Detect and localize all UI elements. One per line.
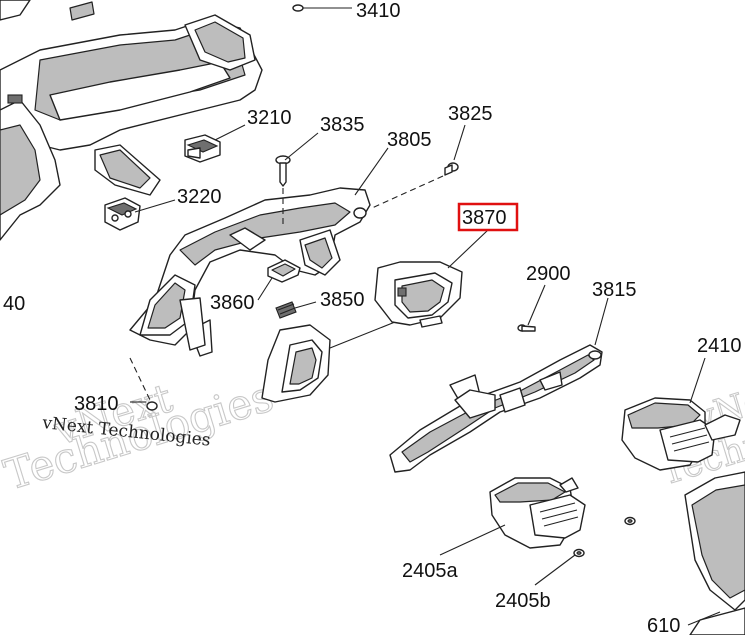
callout-610: 610: [647, 615, 680, 635]
clip-3860: [267, 259, 301, 283]
callout-3870[interactable]: 3870: [462, 207, 507, 229]
duct-left: [261, 319, 401, 403]
bracket-3805: [129, 187, 371, 357]
callout-3815: 3815: [592, 279, 637, 301]
callout-2410: 2410: [697, 335, 742, 357]
callout-3850: 3850: [320, 289, 365, 311]
callout-2405a: 2405a: [402, 560, 458, 582]
callout-3210: 3210: [247, 107, 292, 129]
upper-frame: [0, 0, 263, 241]
rail-3815: [389, 344, 603, 473]
screw-3410: [292, 4, 352, 12]
washers-2405b: [573, 516, 636, 558]
screw-3825: [371, 162, 459, 209]
callout-2405b: 2405b: [495, 590, 551, 612]
callout-3860: 3860: [210, 292, 255, 314]
callout-2900: 2900: [526, 263, 571, 285]
callout-3810: 3810: [74, 393, 119, 415]
highlight-box-3870: [457, 202, 519, 232]
screw-3810: [129, 357, 158, 411]
callout-3835: 3835: [320, 114, 365, 136]
module-2410: [621, 397, 741, 471]
screw-2900: [517, 324, 536, 332]
module-2405a: [489, 477, 586, 549]
callout-3220: 3220: [177, 186, 222, 208]
fastener-3220: [104, 197, 141, 231]
callout-3410: 3410: [356, 0, 401, 22]
fastener-3210: [184, 134, 221, 163]
callout-3805: 3805: [387, 129, 432, 151]
callout-3825: 3825: [448, 103, 493, 125]
screw-3835: [275, 155, 291, 225]
clip-3850: [275, 301, 297, 319]
leader-lines: [130, 124, 721, 626]
callout-40: 40: [3, 293, 25, 315]
part-3870: [374, 261, 463, 328]
callout-labels: 3410 3210 3835 3805 3825 3220 3870 2900 …: [3, 0, 742, 635]
part-610: [684, 471, 745, 635]
